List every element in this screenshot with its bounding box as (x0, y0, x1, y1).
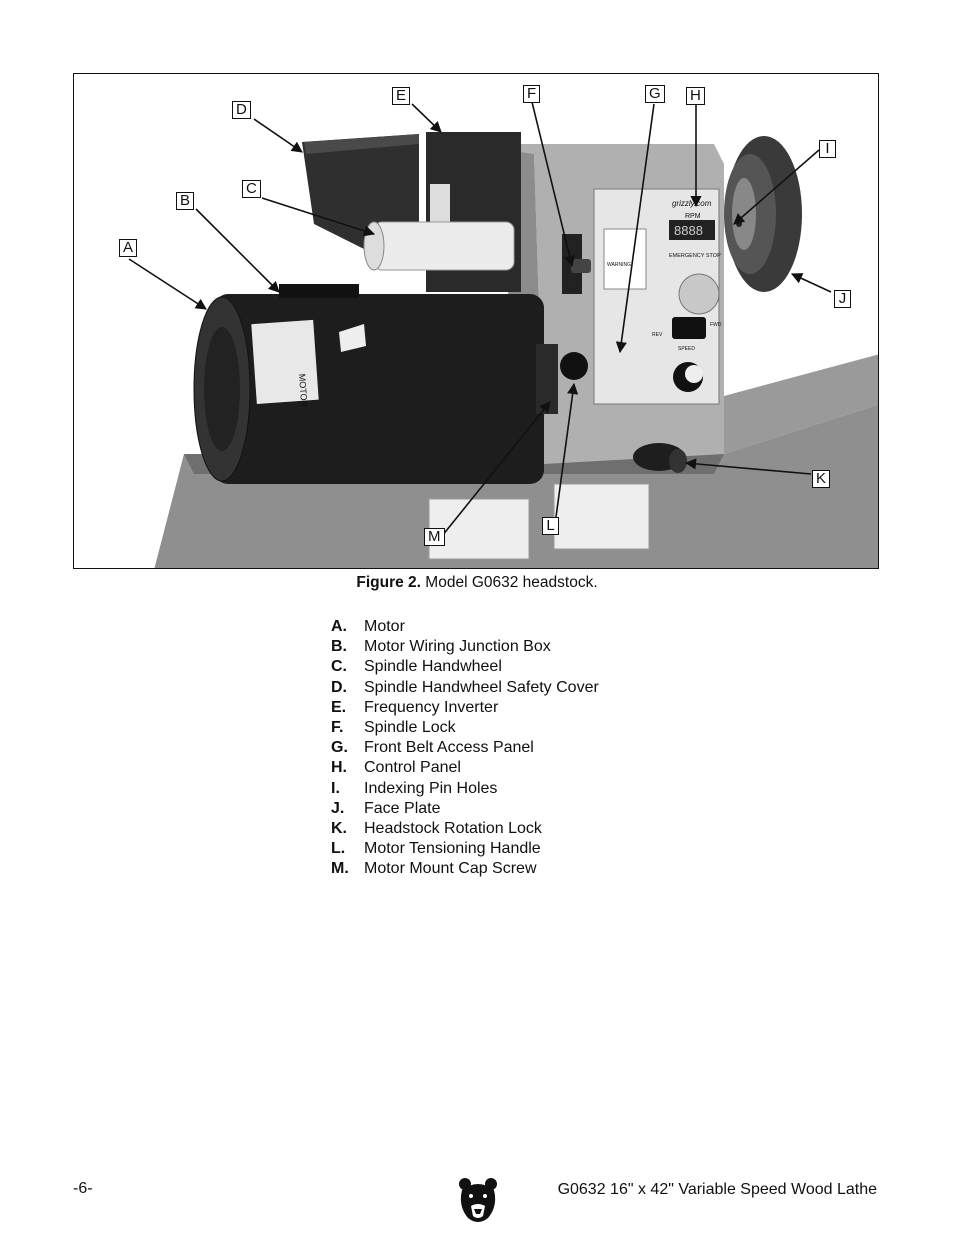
part-name: Frequency Inverter (364, 698, 499, 716)
leader-lines (128, 101, 832, 537)
list-item: J. Face Plate (331, 799, 599, 819)
part-letter: D. (331, 678, 347, 696)
grizzly-bear-logo-icon (459, 1178, 497, 1222)
part-letter: M. (331, 860, 349, 878)
part-letter: H. (331, 759, 347, 777)
list-item: I. Indexing Pin Holes (331, 779, 599, 799)
direction-switch (672, 317, 706, 339)
part-letter: K. (331, 820, 347, 838)
warning-decal-right (553, 483, 650, 550)
emergency-stop-button (678, 273, 720, 315)
caption-label: Figure 2. (356, 574, 421, 591)
figure-frame: MOTOR grizzly.com RPM 8888 EMERGENCY STO… (73, 73, 879, 569)
part-letter: I. (331, 779, 340, 797)
caption-text: Model G0632 headstock. (420, 574, 598, 591)
callout-e: E (392, 87, 411, 105)
callout-l: L (542, 517, 559, 535)
callout-f: F (523, 85, 541, 103)
part-name: Front Belt Access Panel (364, 739, 534, 757)
callout-j: J (834, 290, 851, 308)
svg-text:SPEED: SPEED (678, 346, 695, 352)
list-item: H. Control Panel (331, 758, 599, 778)
part-name: Face Plate (364, 799, 441, 817)
part-name: Motor Mount Cap Screw (364, 860, 537, 878)
svg-text:FWD: FWD (710, 322, 722, 328)
callout-d: D (232, 101, 251, 119)
callout-c: C (242, 180, 261, 198)
callout-i: I (819, 140, 836, 158)
part-name: Control Panel (364, 759, 461, 777)
list-item: L. Motor Tensioning Handle (331, 839, 599, 859)
parts-list: A. Motor B. Motor Wiring Junction Box C. Sp… (331, 617, 599, 880)
part-name: Spindle Lock (364, 719, 456, 737)
part-name: Headstock Rotation Lock (364, 820, 542, 838)
part-letter: J. (331, 799, 345, 817)
part-name: Spindle Handwheel (364, 658, 502, 676)
svg-text:WARNING: WARNING (607, 262, 631, 268)
list-item: M. Motor Mount Cap Screw (331, 859, 599, 879)
motor-nameplate-text: MOTOR (297, 373, 309, 407)
list-item: G. Front Belt Access Panel (331, 738, 599, 758)
figure-caption: Figure 2. Model G0632 headstock. (0, 574, 954, 592)
brand-text: grizzly.com (672, 199, 712, 208)
motor-junction-box (279, 284, 359, 298)
list-item: E. Frequency Inverter (331, 698, 599, 718)
headstock-photo: MOTOR grizzly.com RPM 8888 EMERGENCY STO… (128, 101, 878, 568)
part-name: Indexing Pin Holes (364, 779, 498, 797)
list-item: D. Spindle Handwheel Safety Cover (331, 678, 599, 698)
page-number: -6- (73, 1180, 93, 1197)
callout-a: A (119, 239, 138, 257)
part-name: Motor (364, 618, 405, 635)
list-item: K. Headstock Rotation Lock (331, 819, 599, 839)
spindle-handwheel (373, 221, 515, 271)
part-letter: G. (331, 739, 348, 757)
bed-rail (694, 354, 878, 454)
part-letter: L. (331, 840, 346, 858)
callout-m: M (424, 528, 445, 546)
callout-h: H (686, 87, 705, 105)
part-letter: F. (331, 719, 344, 737)
footer-title: G0632 16" x 42" Variable Speed Wood Lath… (557, 1181, 877, 1198)
lathe-bed (154, 404, 878, 568)
rpm-text: RPM (685, 213, 701, 220)
part-name: Spindle Handwheel Safety Cover (364, 678, 599, 696)
warning-decal-left (428, 498, 530, 560)
callout-k: K (812, 470, 831, 488)
rpm-display: 8888 (674, 223, 703, 238)
callout-b: B (176, 192, 195, 210)
warning-label (603, 228, 647, 290)
emergency-stop-text: EMERGENCY STOP (669, 253, 721, 259)
list-item: B. Motor Wiring Junction Box (331, 637, 599, 657)
list-item: F. Spindle Lock (331, 718, 599, 738)
svg-text:REV: REV (652, 332, 663, 338)
part-name: Motor Wiring Junction Box (364, 638, 551, 656)
motor-tensioning-handle (560, 352, 588, 380)
list-item: A. Motor (331, 617, 599, 637)
part-letter: A. (331, 618, 347, 635)
part-letter: E. (331, 698, 347, 716)
part-letter: C. (331, 658, 347, 676)
callout-g: G (645, 85, 665, 103)
part-name: Motor Tensioning Handle (364, 840, 541, 858)
list-item: C. Spindle Handwheel (331, 657, 599, 677)
part-letter: B. (331, 638, 347, 656)
